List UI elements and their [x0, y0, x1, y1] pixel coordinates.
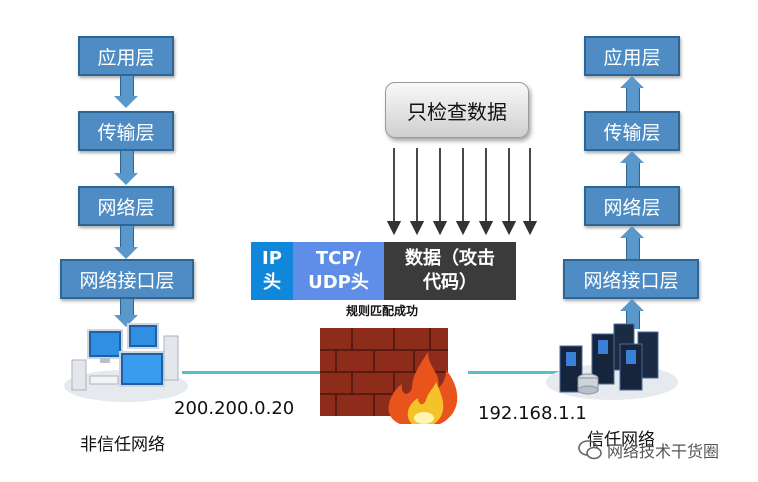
inspect-data-box: 只检查数据 — [385, 82, 529, 138]
wechat-icon — [578, 440, 602, 460]
data-line2: 代码） — [423, 272, 477, 293]
watermark: 网络技术干货圈 — [578, 438, 719, 462]
right-network-layer: 网络层 — [584, 186, 680, 226]
inspection-arrows — [386, 148, 538, 236]
trusted-network-label: 信任网络 — [587, 430, 655, 450]
tcp-header-line2: UDP头 — [308, 272, 369, 293]
left-link-line — [182, 371, 320, 374]
data-line1: 数据（攻击 — [405, 248, 495, 269]
firewall-icon — [320, 328, 458, 424]
left-transport-layer: 传输层 — [78, 111, 174, 151]
tcp-header-line1: TCP/ — [315, 248, 362, 269]
right-network-interface-layer: 网络接口层 — [563, 259, 699, 299]
ip-header-line2: 头 — [262, 272, 281, 293]
ip-header-line1: IP — [262, 248, 282, 269]
inspect-data-label: 只检查数据 — [407, 99, 507, 124]
right-link-line — [468, 371, 560, 374]
untrusted-network-label: 非信任网络 — [80, 435, 165, 455]
left-application-layer: 应用层 — [78, 36, 174, 76]
rule-match-label: 规则匹配成功 — [346, 304, 419, 318]
watermark-text: 网络技术干货圈 — [607, 442, 720, 461]
packet-tcp-udp-header: TCP/UDP头 — [293, 242, 384, 300]
untrusted-ip-label: 200.200.0.20 — [174, 398, 295, 419]
trusted-servers-icon — [546, 323, 678, 400]
left-network-layer: 网络层 — [78, 186, 174, 226]
packet-ip-header: IP 头 — [251, 242, 293, 300]
left-network-interface-layer: 网络接口层 — [60, 259, 194, 299]
untrusted-computers-icon — [64, 323, 188, 402]
right-application-layer: 应用层 — [584, 36, 680, 76]
right-transport-layer: 传输层 — [584, 111, 680, 151]
trusted-ip-label: 192.168.1.1 — [478, 403, 587, 424]
packet-data: 数据（攻击代码） — [384, 242, 516, 300]
